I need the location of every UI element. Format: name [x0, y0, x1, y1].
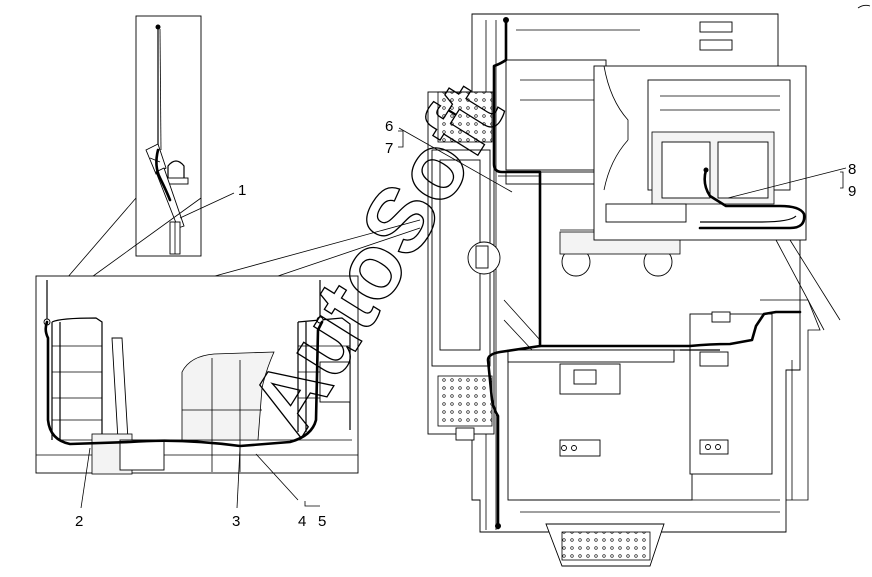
callout-7: 7 [385, 140, 393, 157]
callout-8: 8 [848, 161, 856, 178]
callout-5: 5 [318, 513, 326, 530]
callout-3: 3 [232, 513, 240, 530]
callout-2: 2 [75, 513, 83, 530]
callout-labels: 1 2 3 4 5 6 7 8 9 [75, 118, 856, 530]
callout-6: 6 [385, 118, 393, 135]
callout-9: 9 [848, 183, 856, 200]
side-view [35, 275, 359, 475]
cab-detail-view [593, 65, 841, 331]
callout-1: 1 [238, 182, 246, 199]
detail-leader-lines [47, 197, 421, 301]
corner-mark [857, 4, 871, 9]
callout-leaders [80, 127, 847, 509]
antenna-detail-view [135, 15, 202, 257]
callout-4: 4 [298, 513, 306, 530]
